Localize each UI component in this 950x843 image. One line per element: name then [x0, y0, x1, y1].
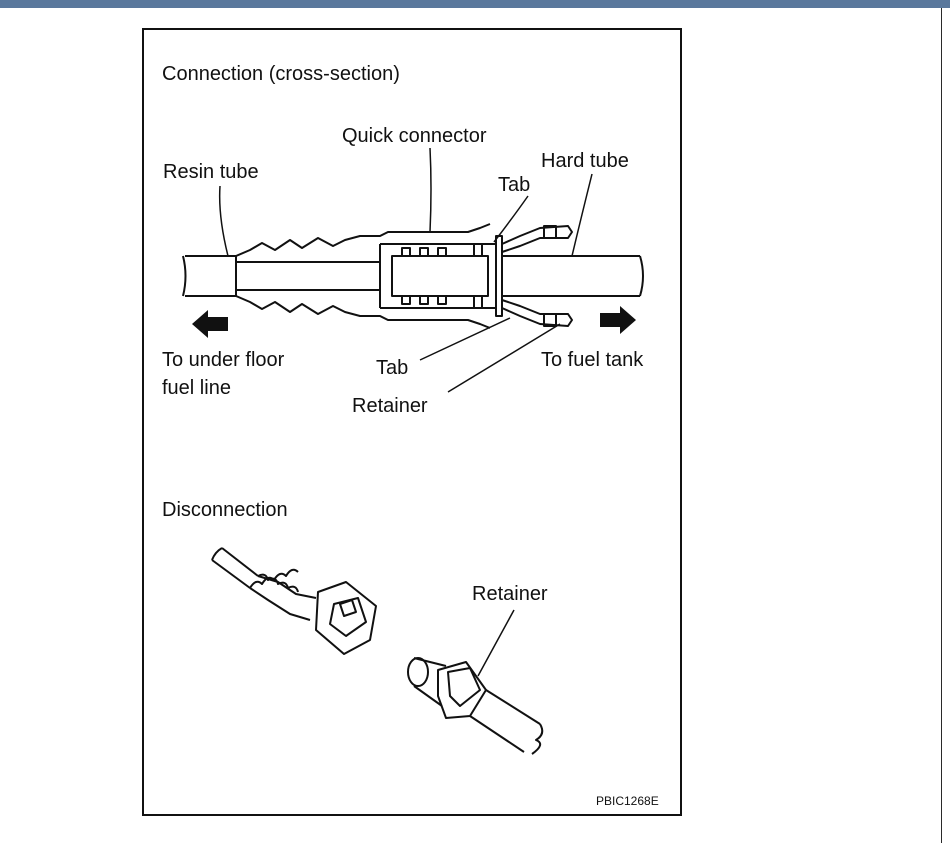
retainer-leader-line [477, 609, 515, 677]
label-retainer: Retainer [352, 395, 428, 417]
label-quick-connector: Quick connector [342, 125, 487, 147]
quick-connector-head [315, 581, 377, 655]
label-retainer-disconnected: Retainer [472, 583, 548, 605]
label-resin-tube: Resin tube [163, 161, 259, 183]
arrow-left-icon [192, 310, 228, 338]
leader-lines [218, 147, 593, 393]
figure-code: PBIC1268E [596, 794, 659, 808]
quick-connector-body [235, 223, 496, 329]
label-to-under-floor-line1: To under floor [162, 349, 285, 371]
label-to-under-floor-line2: fuel line [162, 377, 231, 399]
label-tab-bottom: Tab [376, 357, 409, 379]
o-rings [401, 243, 483, 309]
scrollbar-edge [941, 8, 942, 843]
label-tab-top: Tab [498, 174, 531, 196]
label-to-fuel-tank: To fuel tank [541, 349, 644, 371]
resin-tube [182, 255, 237, 297]
retainer-cross-section [495, 225, 573, 327]
connector-hose [211, 547, 317, 621]
connection-heading: Connection (cross-section) [162, 63, 400, 85]
hard-tube-with-retainer [407, 657, 544, 755]
label-hard-tube: Hard tube [541, 150, 629, 172]
hard-tube [502, 255, 644, 297]
figure-frame [142, 28, 682, 816]
window-title-bar [0, 0, 950, 8]
arrow-right-icon [600, 306, 636, 334]
disconnection-heading: Disconnection [162, 499, 288, 521]
